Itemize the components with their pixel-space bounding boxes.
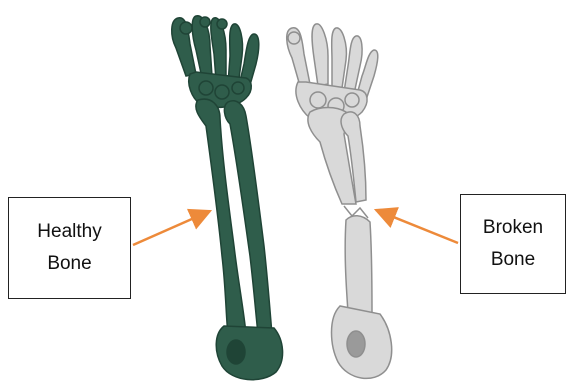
broken-forearm xyxy=(308,108,392,379)
pointer-arrows xyxy=(133,210,458,245)
healthy-arrow xyxy=(133,211,210,245)
healthy-bone-label-box: Healthy Bone xyxy=(8,197,131,299)
broken-bone-model xyxy=(287,24,392,379)
broken-label-line2: Bone xyxy=(491,244,535,276)
healthy-forearm xyxy=(196,99,283,380)
healthy-label-line2: Bone xyxy=(47,248,91,280)
healthy-label-line1: Healthy xyxy=(37,216,101,248)
healthy-bone-model xyxy=(172,16,283,380)
broken-arrow xyxy=(376,210,458,243)
broken-bone-label-box: Broken Bone xyxy=(460,194,566,294)
healthy-hand xyxy=(172,16,259,108)
broken-label-line1: Broken xyxy=(483,212,543,244)
